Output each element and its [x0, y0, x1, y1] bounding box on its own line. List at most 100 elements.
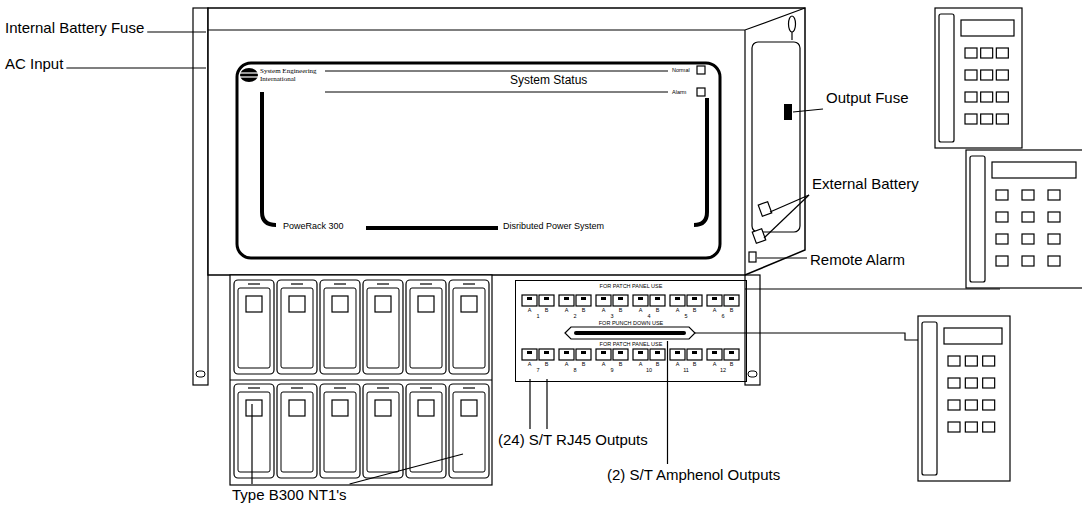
jack-latch — [712, 351, 717, 354]
telephone — [918, 316, 1010, 481]
jack-latch — [638, 297, 643, 300]
phone-key — [996, 234, 1008, 244]
jack-body — [596, 295, 611, 306]
phone-key — [983, 400, 995, 410]
status-lamp — [697, 66, 705, 74]
jack-latch — [655, 297, 660, 300]
panel-legend: FOR PUNCH DOWN USE — [516, 320, 746, 326]
phone-key — [948, 378, 960, 388]
nt1-case — [449, 280, 489, 374]
callout-label: Internal Battery Fuse — [5, 20, 144, 36]
leader-line — [147, 31, 206, 32]
nt1-module — [234, 280, 274, 374]
port-letter: B — [545, 307, 549, 313]
panel-bracket — [262, 92, 276, 225]
port-letter: A — [639, 361, 643, 367]
port-number: 11 — [683, 367, 689, 373]
port-number: 1 — [536, 313, 539, 319]
panel-bracket — [694, 98, 707, 225]
jack-latch — [712, 297, 717, 300]
rack-ear — [193, 8, 208, 385]
front-panel: System Engineering InternationalSystem S… — [237, 63, 720, 258]
phone-key — [981, 114, 993, 124]
leader-line — [529, 379, 530, 429]
rj45-jack — [724, 349, 739, 360]
port-letter: A — [602, 307, 606, 313]
port-number: 8 — [573, 367, 576, 373]
rj45-jack — [522, 349, 537, 360]
nt1-face — [238, 288, 270, 368]
jack-body — [613, 295, 628, 306]
rj45-jack — [707, 349, 722, 360]
port-number: 7 — [536, 367, 539, 373]
rj45-jack — [670, 349, 685, 360]
housing-edge — [208, 8, 805, 275]
phone-display — [992, 162, 1076, 178]
amphenol-connector — [565, 327, 695, 339]
leader-line — [667, 341, 668, 464]
nt1-window — [246, 400, 262, 416]
nt1-case — [363, 280, 403, 374]
jack-latch — [618, 351, 623, 354]
jack-latch — [527, 297, 532, 300]
phone-wire — [695, 333, 918, 340]
logo — [240, 76, 258, 77]
nt1-window — [289, 296, 305, 312]
phone-key — [996, 48, 1008, 58]
leader-line — [66, 67, 206, 68]
phone-key — [996, 212, 1008, 222]
phone-key — [965, 92, 977, 102]
jack-body — [559, 295, 574, 306]
phone-key — [1022, 234, 1034, 244]
jack-latch — [655, 351, 660, 354]
phone-key — [996, 190, 1008, 200]
phone-key — [996, 92, 1008, 102]
nt1-face — [281, 392, 313, 472]
nt1-face — [367, 288, 399, 368]
rj45-jack — [596, 295, 611, 306]
callout-label: External Battery — [812, 176, 919, 192]
port-letter: B — [619, 361, 623, 367]
lamp-label: Alarm — [672, 89, 686, 95]
mounting-slot — [748, 371, 757, 377]
nt1-module — [449, 280, 489, 374]
product-name: PoweRack 300 — [283, 221, 344, 232]
nt1-case — [234, 384, 274, 478]
logo — [240, 72, 258, 73]
rj45-jack — [687, 349, 702, 360]
jack-latch — [581, 351, 586, 354]
callout-label: AC Input — [5, 56, 63, 72]
jack-body — [707, 295, 722, 306]
battery-connector — [752, 229, 766, 244]
phone-body — [935, 8, 1022, 148]
nt1-module — [449, 384, 489, 478]
nt1-face — [324, 392, 356, 472]
side-window — [752, 42, 800, 232]
port-letter: A — [528, 307, 532, 313]
jack-latch — [601, 297, 606, 300]
jack-body — [650, 295, 665, 306]
port-number: 6 — [721, 313, 724, 319]
phone-key — [1048, 212, 1060, 222]
nt1-window — [418, 400, 434, 416]
phone-key — [983, 422, 995, 432]
port-letter: B — [656, 307, 660, 313]
phone-key — [981, 70, 993, 80]
rj45-jack — [650, 295, 665, 306]
nt1-module — [406, 280, 446, 374]
nt1-case — [320, 280, 360, 374]
rj45-jack — [633, 349, 648, 360]
phone-key — [996, 70, 1008, 80]
jack-body — [539, 349, 554, 360]
nt1-bay — [230, 275, 492, 485]
phone-key — [1022, 190, 1034, 200]
port-number: 5 — [684, 313, 687, 319]
mounting-slot — [196, 371, 205, 377]
display-frame — [237, 63, 720, 258]
rj45-jacks — [522, 295, 739, 360]
nt1-case — [449, 384, 489, 478]
port-letter: B — [545, 361, 549, 367]
